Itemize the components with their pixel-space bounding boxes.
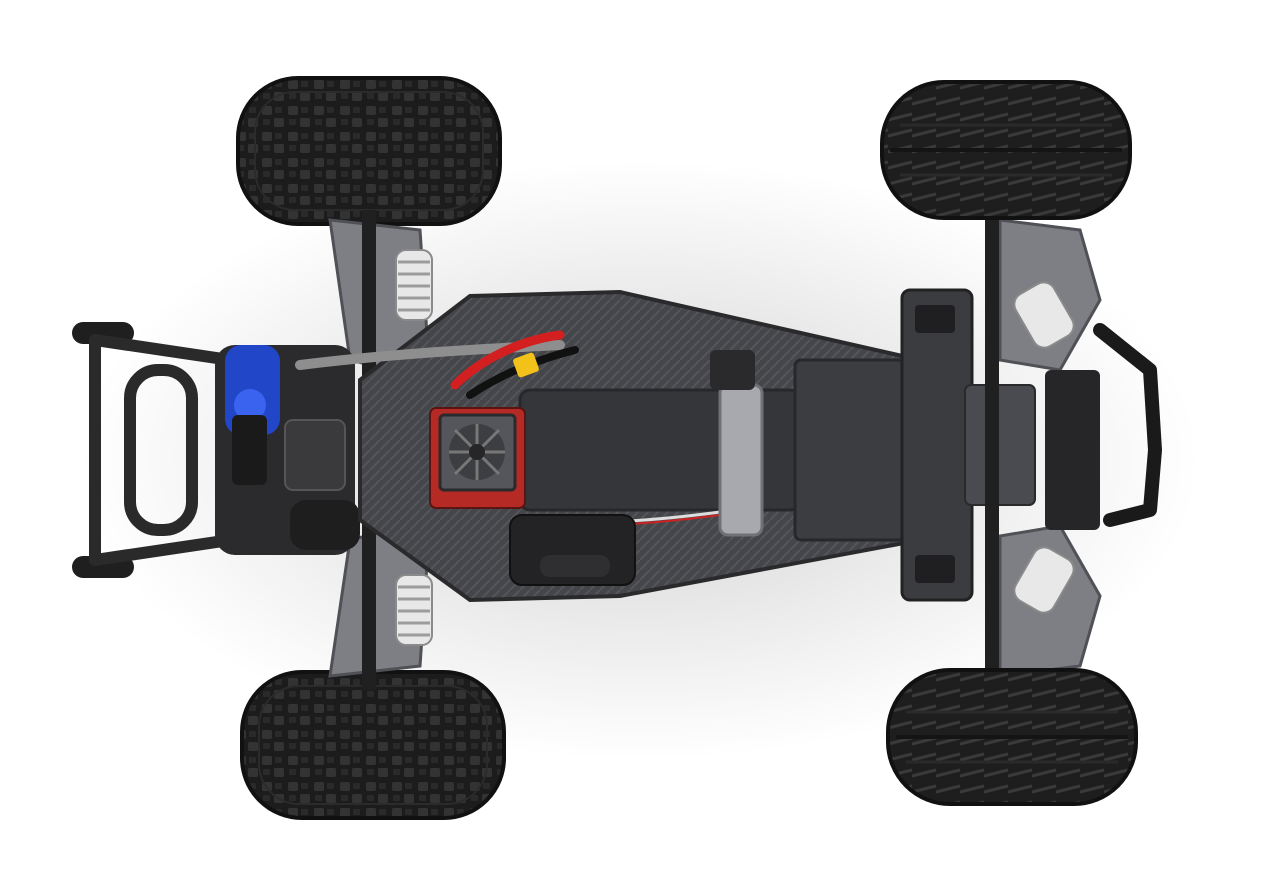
rear-upper-spring bbox=[395, 249, 433, 321]
front-lower-spring bbox=[1013, 546, 1075, 614]
receiver-box-icon bbox=[509, 514, 636, 586]
rear-lower-spring bbox=[395, 574, 433, 646]
rear-left-wheel bbox=[236, 76, 502, 226]
rear-right-wheel bbox=[240, 670, 506, 820]
front-shock-tower bbox=[900, 288, 1036, 602]
front-right-wheel bbox=[886, 668, 1138, 806]
front-bulkhead bbox=[793, 358, 907, 542]
front-axle-shaft bbox=[985, 210, 999, 680]
esc-unit bbox=[429, 407, 526, 509]
front-upper-spring bbox=[1013, 281, 1075, 349]
front-suspension bbox=[985, 210, 1102, 680]
front-left-wheel bbox=[880, 80, 1132, 220]
battery-strap bbox=[710, 350, 764, 537]
fan-icon bbox=[438, 413, 517, 492]
motor-icon bbox=[215, 345, 360, 555]
bumper-icon bbox=[1045, 323, 1162, 530]
